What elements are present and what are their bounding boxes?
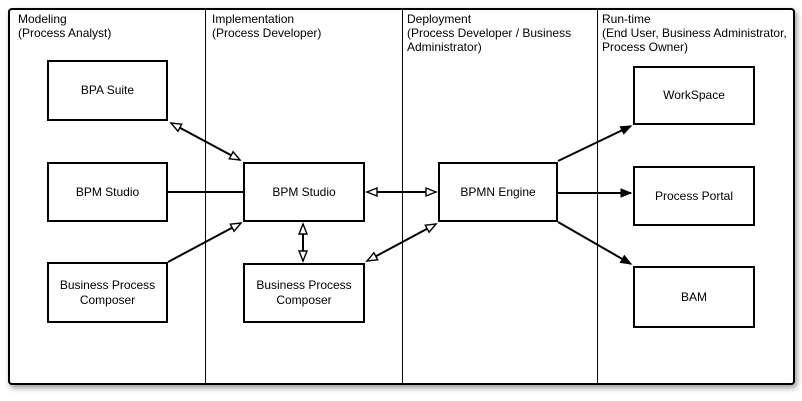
column-title: Modeling: [18, 12, 67, 26]
node-bam: BAM: [633, 266, 755, 328]
node-label: BPMN Engine: [460, 184, 536, 199]
node-label: BPM Studio: [272, 184, 336, 199]
column-title: Deployment: [407, 12, 472, 26]
node-label: Business Process Composer: [256, 278, 352, 307]
node-business-process-composer-modeling: Business Process Composer: [47, 262, 168, 323]
column-subtitle: (Process Developer / Business Administra…: [407, 26, 572, 54]
node-bpm-studio-implementation: BPM Studio: [243, 162, 365, 222]
node-label: Process Portal: [654, 188, 734, 203]
node-label: WorkSpace: [663, 88, 725, 102]
column-header-modeling: Modeling (Process Analyst): [18, 12, 198, 40]
column-header-runtime: Run-time (End User, Business Administrat…: [602, 12, 798, 54]
node-business-process-composer-implementation: Business Process Composer: [243, 263, 365, 323]
column-header-deployment: Deployment (Process Developer / Business…: [407, 12, 590, 54]
node-bpm-studio-modeling: BPM Studio: [47, 162, 168, 222]
column-subtitle: (Process Developer): [212, 26, 322, 40]
node-bpmn-engine: BPMN Engine: [438, 162, 558, 222]
node-workspace: WorkSpace: [633, 66, 755, 125]
column-divider-3: [597, 8, 598, 385]
node-bpa-suite: BPA Suite: [47, 60, 168, 121]
node-label: Business Process Composer: [59, 277, 156, 307]
node-label: BPM Studio: [75, 184, 140, 199]
node-label: BPA Suite: [80, 83, 135, 97]
column-subtitle: (End User, Business Administrator, Proce…: [602, 26, 787, 54]
column-divider-1: [205, 8, 206, 385]
column-title: Implementation: [212, 12, 295, 26]
column-subtitle: (Process Analyst): [18, 26, 112, 40]
column-divider-2: [402, 8, 403, 385]
column-header-implementation: Implementation (Process Developer): [212, 12, 394, 40]
node-label: BAM: [680, 289, 707, 304]
column-title: Run-time: [602, 12, 651, 26]
node-process-portal: Process Portal: [633, 166, 755, 226]
